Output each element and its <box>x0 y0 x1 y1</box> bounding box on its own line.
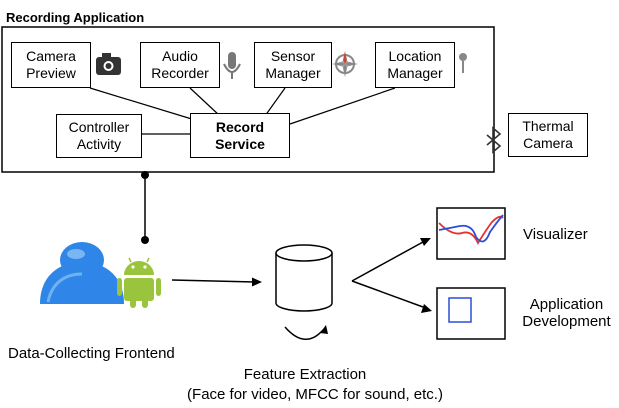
visualizer-label: Visualizer <box>523 226 588 243</box>
camera-icon <box>96 53 121 75</box>
frontend-label: Data-Collecting Frontend <box>8 345 175 362</box>
controller-activity-label-1: Controller <box>68 119 130 135</box>
feature-extraction-arrow <box>284 326 324 340</box>
visualizer-frame <box>436 207 506 260</box>
link-camera-record <box>89 87 196 121</box>
controller-activity-label-2: Activity <box>76 136 122 152</box>
database-icon <box>275 244 333 312</box>
appdev-label-2: Development <box>522 313 611 330</box>
audio-recorder-label-2: Recorder <box>151 65 209 81</box>
appdev-label: Application Development <box>514 296 619 330</box>
arrow-database-visualizer <box>351 241 424 282</box>
sensor-manager-label-2: Manager <box>265 65 321 81</box>
audio-recorder-label-1: Audio <box>162 48 198 64</box>
location-pin-icon <box>459 53 467 73</box>
appdev-inner-window <box>448 297 472 323</box>
sensor-manager-label-1: Sensor <box>270 48 316 64</box>
record-service-label-1: Record <box>215 118 265 135</box>
location-manager-label-2: Manager <box>387 65 443 81</box>
feature-extraction-title: Feature Extraction <box>243 366 367 383</box>
link-sensor-record <box>264 87 286 117</box>
user-icon <box>40 242 124 304</box>
android-icon <box>117 257 161 308</box>
microphone-icon <box>223 52 241 79</box>
app-title: Recording Application <box>6 10 145 25</box>
arrow-database-appdev <box>351 280 424 308</box>
visualizer-red-line <box>438 215 504 245</box>
bluetooth-icon <box>486 126 502 154</box>
record-service-label-2: Service <box>215 135 265 152</box>
appdev-label-1: Application <box>529 296 604 313</box>
recording-application-frame <box>1 26 495 173</box>
link-location-record <box>289 87 396 125</box>
location-manager-label-1: Location <box>388 48 442 64</box>
camera-preview-label-1: Camera <box>26 48 76 64</box>
connector-dot-top <box>141 171 149 179</box>
camera-preview-label-2: Preview <box>26 65 76 81</box>
link-audio-record <box>189 87 221 117</box>
thermal-camera-label-1: Thermal <box>522 118 574 134</box>
visualizer-blue-line <box>438 214 504 243</box>
compass-icon <box>332 51 358 77</box>
thermal-camera-label-2: Camera <box>523 135 573 151</box>
connector-dot-bottom <box>141 236 149 244</box>
feature-extraction-detail: (Face for video, MFCC for sound, etc.) <box>187 386 443 403</box>
arrow-frontend-database <box>171 279 256 283</box>
